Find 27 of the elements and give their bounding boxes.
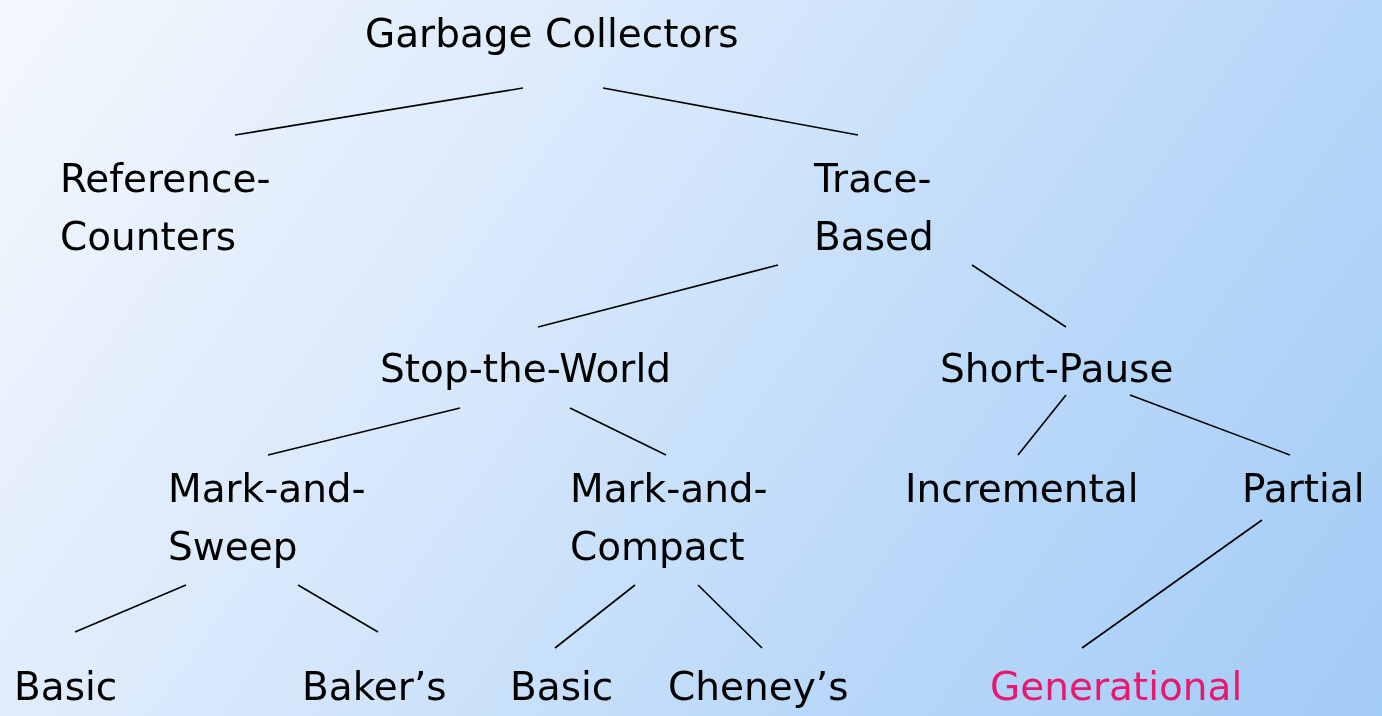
tree-node-label: Incremental	[905, 460, 1139, 518]
tree-node-label: Trace- Based	[814, 150, 974, 266]
tree-node-label: Mark-and- Sweep	[168, 460, 408, 576]
connector-line	[234, 87, 524, 136]
tree-node-label: Mark-and- Compact	[570, 460, 820, 576]
connector-line	[554, 584, 636, 649]
connector-line	[537, 264, 779, 328]
connector-line	[971, 264, 1067, 328]
connector-line	[297, 584, 379, 633]
tree-node-label: Baker’s	[302, 658, 447, 716]
connector-line	[569, 407, 667, 456]
connector-line	[267, 407, 461, 456]
connector-line	[74, 584, 187, 633]
tree-node-label: Basic	[14, 658, 118, 716]
tree-node-label: Cheney’s	[668, 658, 849, 716]
connector-line	[602, 87, 859, 136]
tree-node-label: Generational	[990, 658, 1243, 716]
tree-node-label: Garbage Collectors	[365, 5, 739, 63]
tree-node-label: Stop-the-World	[380, 340, 671, 398]
connector-line	[1017, 394, 1067, 456]
connector-line	[1129, 394, 1291, 456]
tree-node-label: Partial	[1242, 460, 1365, 518]
tree-node-label: Short-Pause	[940, 340, 1174, 398]
tree-node-label: Basic	[510, 658, 614, 716]
tree-node-label: Reference- Counters	[60, 150, 320, 266]
connector-line	[1081, 519, 1263, 649]
connector-line	[697, 584, 763, 649]
